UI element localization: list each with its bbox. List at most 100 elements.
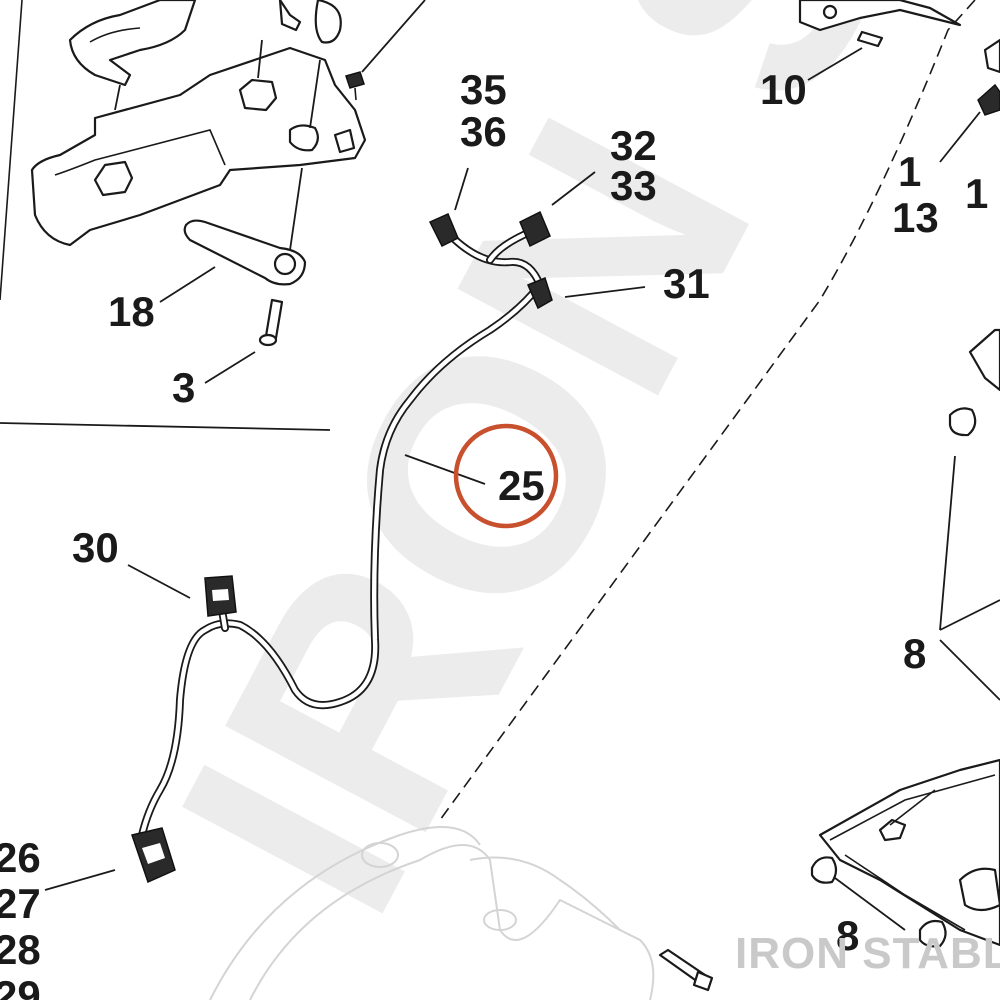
callout-30: 30 — [72, 524, 119, 571]
leader-8-lower — [834, 877, 906, 931]
leader-3 — [204, 351, 256, 384]
bolt-10 — [856, 30, 884, 48]
connector-26-29-window — [142, 843, 165, 864]
leader-26-29 — [44, 869, 116, 891]
connector-26-29 — [131, 827, 176, 884]
cover-grommet-2 — [238, 78, 278, 112]
screw-3-head — [258, 333, 278, 347]
frame-tube-ghost — [209, 826, 655, 1000]
bottom-bolt — [658, 948, 714, 992]
right-bracket-body — [968, 328, 1000, 392]
upper-bracket-rib — [89, 27, 141, 43]
leader-cover — [289, 167, 303, 251]
callout-26: 26 — [0, 834, 41, 881]
callout-13: 13 — [892, 194, 939, 241]
leader-1-13 — [939, 111, 981, 163]
brand-label: IRON STABLE — [735, 929, 1000, 978]
cover-boss — [288, 124, 319, 152]
cover-plate — [30, 46, 367, 247]
screw-3-shank — [264, 298, 284, 340]
cover-plate-edge — [54, 129, 226, 176]
callout-18: 18 — [108, 288, 155, 335]
connector-32-33-body — [519, 210, 551, 248]
tray-strap — [889, 789, 936, 826]
cover-tab — [333, 128, 356, 154]
reference-line — [0, 422, 331, 431]
upper-bracket — [68, 0, 342, 87]
leader-10 — [807, 47, 863, 81]
bolt-10-body — [856, 30, 884, 48]
callout-25: 25 — [498, 462, 545, 509]
leader-8-right — [939, 599, 1000, 631]
battery-tray-body — [818, 758, 1000, 947]
connector-30-window — [212, 589, 229, 601]
leader-25 — [404, 454, 486, 485]
clip-top — [278, 0, 302, 32]
callout-8-lower: 8 — [836, 912, 859, 959]
leader-32-33 — [551, 171, 596, 206]
frame-tube-boss — [361, 842, 399, 868]
frame-tube-outline-3 — [469, 856, 621, 931]
knob-top — [314, 0, 342, 44]
leader-boss — [309, 59, 321, 129]
leader-18 — [159, 266, 216, 303]
bottom-bolt-head — [692, 970, 714, 992]
callout-33: 33 — [610, 162, 657, 209]
callout-10: 10 — [760, 66, 807, 113]
leader-grommet-top — [361, 0, 426, 73]
highlight-circle — [453, 423, 559, 529]
callout-32: 32 — [610, 122, 657, 169]
connector-30 — [204, 575, 237, 617]
lever-arm-pivot — [273, 252, 297, 276]
cover-plate-body — [30, 46, 367, 247]
grommet-small-shank — [354, 87, 357, 101]
callout-36: 36 — [460, 108, 507, 155]
edge-part-1 — [983, 38, 1000, 74]
rubber-grommet-lower-left — [810, 856, 838, 884]
connector-32-33 — [519, 210, 551, 248]
battery-tray — [810, 758, 1000, 948]
upper-right-bracket — [798, 0, 1000, 116]
callout-31: 31 — [663, 260, 710, 307]
leader-grommet — [257, 39, 263, 79]
screw-3 — [258, 298, 284, 347]
rubber-grommet-upper — [948, 407, 977, 437]
upper-right-bracket-hole — [822, 4, 838, 20]
frame-edge-left — [0, 0, 23, 301]
callout-35: 35 — [460, 66, 507, 113]
leader-31 — [564, 286, 646, 298]
leader-30 — [127, 564, 191, 599]
edge-part-2 — [977, 83, 1000, 116]
callout-29: 29 — [0, 972, 41, 1000]
leader-bracket — [114, 84, 121, 111]
callout-8-upper: 8 — [903, 630, 926, 677]
rubber-grommet-lower-right — [918, 919, 947, 948]
callout-1-right: 1 — [965, 170, 988, 217]
callout-1: 1 — [898, 148, 921, 195]
cover-grommet-1 — [93, 160, 134, 197]
battery-tray-rim-lower — [844, 854, 966, 931]
right-bracket — [948, 328, 1000, 437]
leader-8-right-2 — [939, 639, 1000, 701]
leader-8-upper — [939, 455, 956, 631]
upper-right-bracket-body — [798, 0, 962, 32]
grommet-small-head — [345, 71, 365, 89]
upper-bracket-body — [68, 0, 197, 87]
tray-clip — [878, 818, 907, 842]
frame-tube-outline — [249, 844, 655, 1000]
lever-arm — [183, 219, 307, 286]
connector-35-36 — [428, 213, 459, 248]
connector-31 — [527, 276, 553, 310]
grommet-small — [345, 71, 365, 101]
battery-tray-rim — [829, 774, 996, 841]
harness-main-cable-core — [139, 232, 543, 838]
connector-35-36-body — [428, 213, 459, 248]
callout-3: 3 — [172, 364, 195, 411]
callout-28: 28 — [0, 926, 41, 973]
leader-35-36 — [454, 167, 469, 211]
tray-terminal — [958, 867, 1000, 912]
callout-27: 27 — [0, 880, 41, 927]
connector-31-body — [527, 276, 553, 310]
